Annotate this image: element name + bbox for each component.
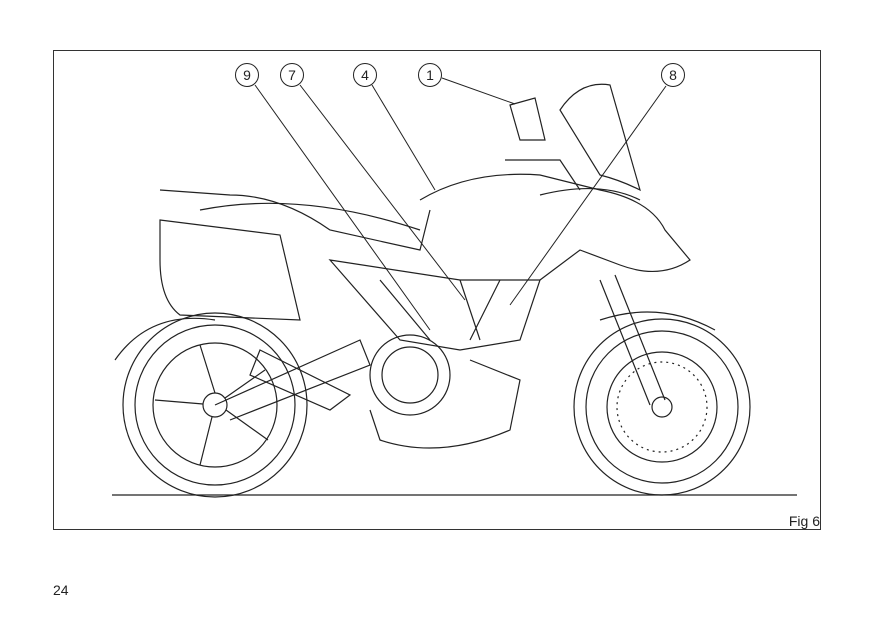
windscreen [559,83,641,192]
page-number: 24 [53,582,69,598]
pannier [159,219,301,321]
front-fork [599,274,666,406]
engine-cover [369,334,451,416]
rear-wheel [122,312,308,498]
mirror [509,97,546,141]
callout-leaders [254,77,667,331]
callout-7: 7 [280,63,304,87]
front-wheel [573,318,751,496]
callout-4: 4 [353,63,377,87]
figure-frame [53,50,821,530]
callout-1: 1 [418,63,442,87]
callout-9: 9 [235,63,259,87]
callout-8: 8 [661,63,685,87]
figure-label: Fig 6 [788,513,820,529]
